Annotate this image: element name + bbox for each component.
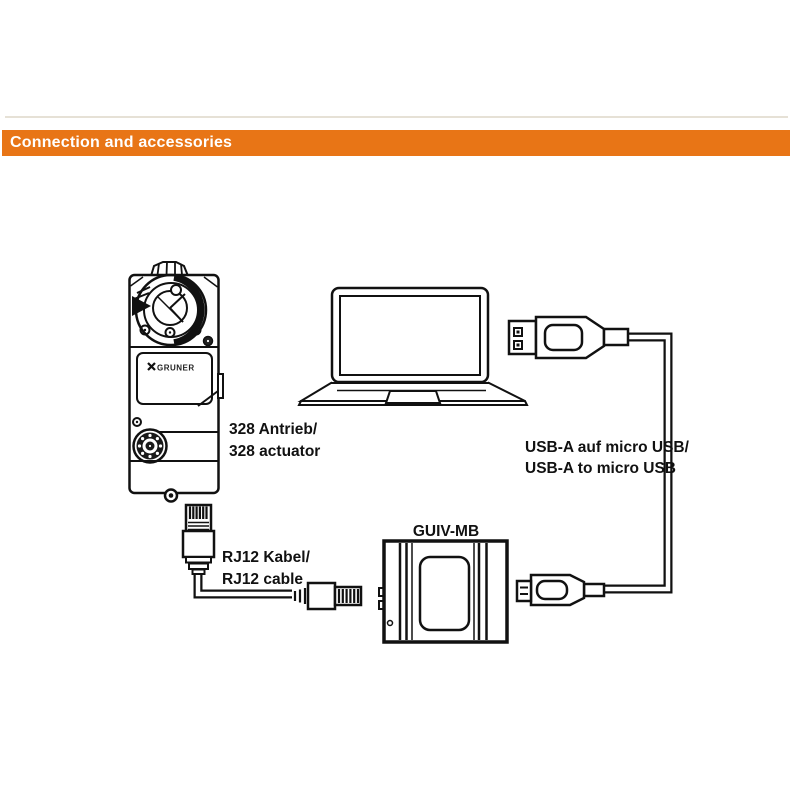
usb-a-plug-illustration bbox=[507, 315, 630, 360]
micro-usb-plug-illustration bbox=[515, 573, 606, 607]
actuator-label-line1: 328 Antrieb/ bbox=[229, 421, 318, 438]
rj12-plug-vertical-illustration bbox=[181, 503, 216, 575]
section-header-bar: Connection and accessories bbox=[2, 130, 790, 156]
page-title: Connection and accessories bbox=[10, 134, 233, 151]
actuator-illustration: GRUNER bbox=[128, 261, 224, 503]
rj12-plug-horizontal-illustration bbox=[292, 581, 363, 611]
rj12-cable-label-line2: RJ12 cable bbox=[222, 571, 303, 588]
actuator-label-line2: 328 actuator bbox=[229, 443, 320, 460]
laptop-trackpad bbox=[384, 390, 442, 404]
brand-logo-text: GRUNER bbox=[157, 364, 195, 373]
adapter-label: GUIV-MB bbox=[413, 523, 479, 540]
rj12-cable-label-line1: RJ12 Kabel/ bbox=[222, 549, 311, 566]
laptop-illustration bbox=[297, 286, 529, 406]
guiv-mb-adapter-illustration bbox=[378, 539, 509, 644]
top-divider-line bbox=[5, 116, 788, 118]
brand-x-mark-icon bbox=[147, 362, 156, 371]
rj12-cable-line bbox=[193, 572, 296, 599]
diagram-labels: 328 Antrieb/ 328 actuator USB-A auf micr… bbox=[222, 421, 690, 588]
usb-cable-line bbox=[603, 332, 673, 594]
usb-cable-label-line2: USB-A to micro USB bbox=[525, 460, 676, 477]
usb-cable-label-line1: USB-A auf micro USB/ bbox=[525, 439, 690, 456]
pointer-arrow-icon bbox=[132, 296, 151, 316]
